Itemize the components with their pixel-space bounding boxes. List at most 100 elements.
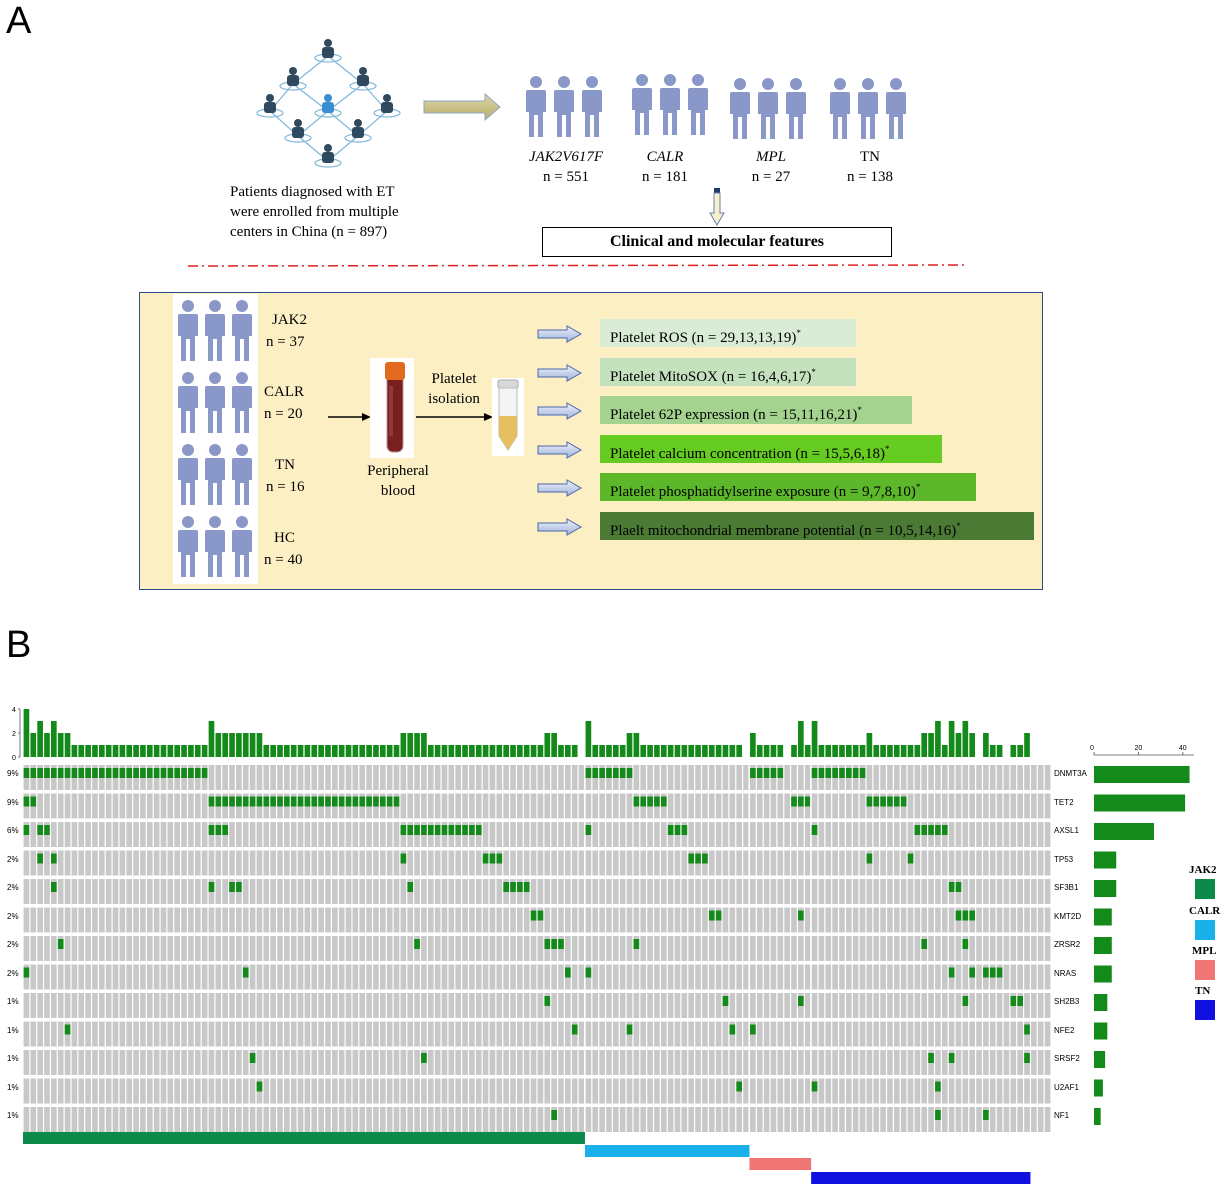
empty-cell — [640, 822, 647, 847]
empty-cell — [517, 993, 523, 1018]
empty-cell — [482, 907, 489, 933]
mutation-cell — [996, 967, 1003, 978]
empty-cell — [284, 850, 290, 876]
empty-cell — [612, 822, 619, 847]
empty-cell — [277, 879, 283, 904]
empty-cell — [1044, 993, 1051, 1018]
empty-cell — [770, 850, 777, 876]
empty-cell — [263, 1021, 270, 1047]
empty-cell — [626, 936, 633, 961]
empty-cell — [85, 879, 91, 904]
legend-label-calr: CALR — [1189, 905, 1221, 917]
sample-mutation-bar — [270, 745, 276, 757]
empty-cell — [1031, 1050, 1037, 1075]
empty-cell — [304, 964, 311, 990]
empty-cell — [592, 1050, 599, 1075]
empty-cell — [750, 793, 756, 819]
empty-cell — [236, 964, 242, 990]
empty-cell — [667, 1021, 674, 1047]
empty-cell — [277, 1078, 283, 1104]
empty-cell — [37, 993, 43, 1018]
empty-cell — [1037, 793, 1044, 819]
sample-mutation-bar — [565, 745, 571, 757]
empty-cell — [846, 822, 852, 847]
sample-mutation-bar — [201, 745, 208, 757]
sample-mutation-bar — [626, 733, 633, 757]
empty-cell — [325, 993, 331, 1018]
empty-cell — [407, 793, 414, 819]
empty-cell — [174, 993, 181, 1018]
sample-mutation-bar — [592, 745, 599, 757]
empty-cell — [284, 907, 290, 933]
mutation-cell — [551, 1110, 557, 1120]
empty-cell — [345, 936, 352, 961]
mutation-groups-illustration — [526, 74, 906, 139]
empty-cell — [763, 1078, 770, 1104]
empty-cell — [983, 993, 989, 1018]
sample-mutation-bar — [475, 745, 482, 757]
empty-cell — [715, 1021, 722, 1047]
empty-cell — [105, 879, 112, 904]
empty-cell — [222, 993, 228, 1018]
empty-cell — [592, 1021, 599, 1047]
empty-cell — [1003, 993, 1010, 1018]
empty-cell — [798, 1050, 804, 1075]
empty-cell — [935, 793, 941, 819]
assay-text: Platelet 62P expression (n = 15,11,16,21… — [610, 407, 858, 423]
empty-cell — [866, 879, 873, 904]
empty-cell — [578, 993, 585, 1018]
empty-cell — [846, 1050, 852, 1075]
empty-cell — [523, 1107, 530, 1132]
empty-cell — [1017, 1078, 1023, 1104]
empty-cell — [921, 1078, 928, 1104]
empty-cell — [201, 993, 208, 1018]
empty-cell — [654, 964, 660, 990]
empty-cell — [133, 1078, 139, 1104]
empty-cell — [167, 822, 174, 847]
empty-cell — [332, 850, 338, 876]
empty-cell — [345, 822, 352, 847]
empty-cell — [359, 1050, 366, 1075]
empty-cell — [715, 1050, 722, 1075]
mutation-cell — [311, 796, 318, 807]
empty-cell — [798, 1021, 804, 1047]
mutation-cell — [866, 853, 873, 864]
sample-mutation-bar — [619, 745, 626, 757]
empty-cell — [914, 879, 921, 904]
empty-cell — [489, 1050, 496, 1075]
empty-cell — [1017, 879, 1023, 904]
empty-cell — [887, 850, 893, 876]
empty-cell — [935, 765, 941, 790]
empty-cell — [565, 765, 571, 790]
mutation-cell — [386, 796, 393, 807]
sample-mutation-bar — [866, 733, 873, 757]
empty-cell — [1010, 1050, 1017, 1075]
empty-cell — [345, 1050, 352, 1075]
empty-cell — [846, 1107, 852, 1132]
empty-cell — [249, 765, 256, 790]
empty-cell — [517, 1107, 523, 1132]
empty-cell — [140, 850, 146, 876]
sample-mutation-bar — [133, 745, 139, 757]
clinical-features-box: Clinical and molecular features — [542, 227, 892, 257]
empty-cell — [1024, 964, 1030, 990]
empty-cell — [839, 1107, 845, 1132]
empty-cell — [907, 765, 914, 790]
empty-cell — [825, 1050, 832, 1075]
empty-cell — [544, 822, 551, 847]
empty-cell — [969, 1107, 976, 1132]
empty-cell — [948, 850, 955, 876]
gene-percent: 1% — [7, 1054, 19, 1063]
empty-cell — [996, 936, 1003, 961]
assay-box: Platelet 62P expression (n = 15,11,16,21… — [600, 396, 912, 424]
sample-mutation-bar — [510, 745, 516, 757]
mutation-cell — [85, 768, 91, 778]
empty-cell — [647, 1050, 653, 1075]
empty-cell — [804, 1021, 811, 1047]
empty-cell — [160, 822, 167, 847]
empty-cell — [146, 850, 153, 876]
sample-mutation-bar — [167, 745, 174, 757]
empty-cell — [1024, 879, 1030, 904]
empty-cell — [976, 765, 982, 790]
mutation-cell — [928, 1053, 934, 1063]
